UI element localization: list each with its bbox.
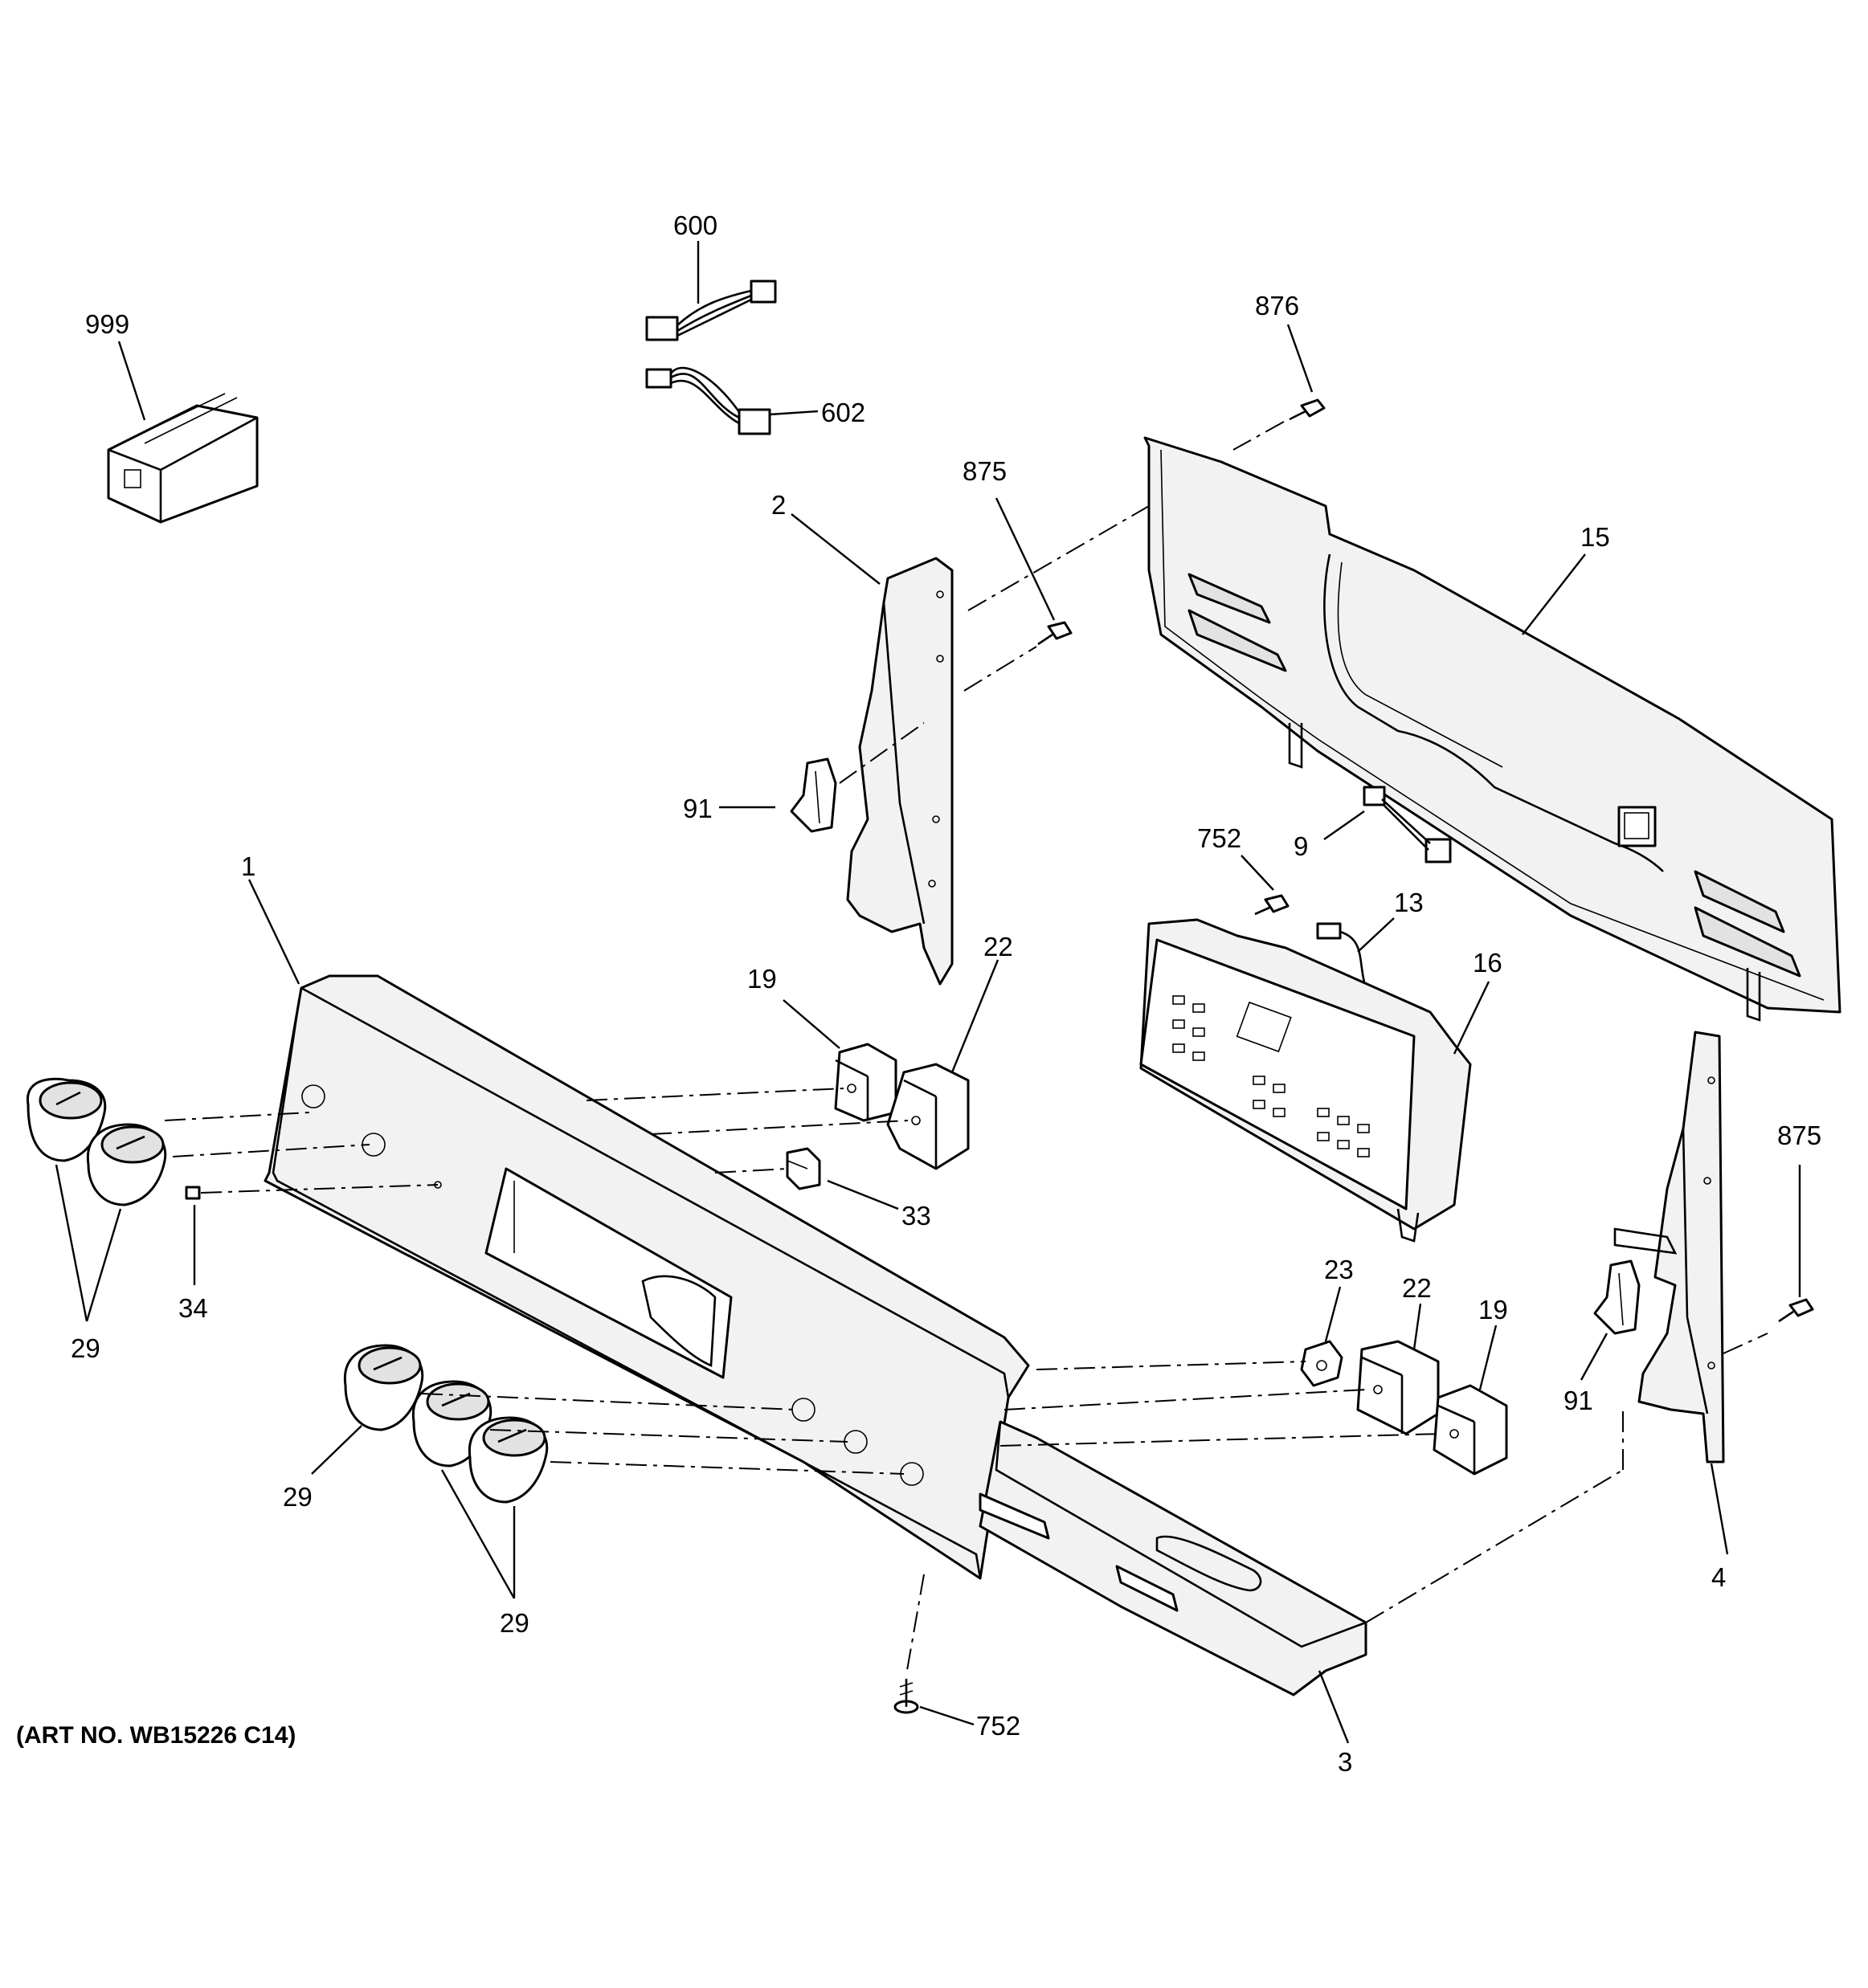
part-29-knob-left-a[interactable]	[27, 1077, 107, 1162]
callout-752-top: 752	[1197, 823, 1241, 853]
part-602-wire-harness[interactable]	[645, 366, 771, 435]
callout-33: 33	[901, 1201, 931, 1231]
part-19-switch-top[interactable]	[834, 1043, 897, 1122]
callout-875-top: 875	[963, 456, 1007, 486]
callout-4: 4	[1711, 1562, 1726, 1592]
part-875-screw-top[interactable]	[1037, 621, 1073, 646]
callout-91-left: 91	[683, 794, 713, 823]
part-600-wire-harness[interactable]	[645, 280, 777, 341]
callout-91-right: 91	[1563, 1386, 1593, 1415]
callout-999: 999	[85, 309, 129, 339]
callout-3: 3	[1338, 1747, 1352, 1777]
callout-23: 23	[1324, 1255, 1354, 1284]
callout-875-right: 875	[1777, 1121, 1821, 1150]
part-22-switch-top[interactable]	[886, 1063, 970, 1170]
callout-9: 9	[1294, 831, 1308, 861]
callout-1: 1	[241, 851, 255, 881]
art-number: (ART NO. WB15226 C14)	[16, 1722, 296, 1749]
part-16-control-board[interactable]	[1139, 918, 1472, 1243]
part-9-jumper-wire[interactable]	[1363, 786, 1452, 863]
part-19-switch-bottom[interactable]	[1433, 1384, 1508, 1476]
part-91-clip-right[interactable]	[1593, 1259, 1641, 1335]
callout-2: 2	[771, 490, 786, 520]
part-1-control-panel[interactable]	[264, 974, 1030, 1580]
callout-19-bottom: 19	[1478, 1295, 1508, 1325]
callout-752-bottom: 752	[976, 1711, 1020, 1741]
part-999-carton[interactable]	[107, 393, 259, 524]
part-752-screw-bottom[interactable]	[893, 1679, 919, 1714]
callout-602: 602	[821, 398, 865, 427]
part-29-knob-bottom-a[interactable]	[343, 1344, 424, 1431]
part-15-back-panel[interactable]	[1143, 436, 1841, 1022]
callout-876: 876	[1255, 291, 1299, 320]
callout-22-bottom: 22	[1402, 1273, 1432, 1303]
part-4-side-bracket-right[interactable]	[1613, 1031, 1725, 1463]
callout-29-mid: 29	[283, 1482, 313, 1512]
callout-29-left: 29	[71, 1333, 100, 1363]
part-91-clip-left[interactable]	[790, 757, 837, 833]
callout-13: 13	[1394, 888, 1424, 917]
callout-29-bottom: 29	[500, 1608, 529, 1638]
part-3-trim-rail[interactable]	[979, 1420, 1367, 1696]
part-875-screw-right[interactable]	[1778, 1298, 1814, 1323]
part-23-indicator[interactable]	[1300, 1340, 1343, 1387]
callout-34: 34	[178, 1293, 208, 1323]
part-29-knob-bottom-c[interactable]	[468, 1416, 549, 1504]
part-29-knob-left-b[interactable]	[86, 1123, 167, 1206]
part-22-switch-bottom[interactable]	[1356, 1340, 1440, 1435]
part-33-rocker-switch[interactable]	[786, 1147, 821, 1190]
part-34-spring[interactable]	[185, 1186, 201, 1200]
callout-16: 16	[1473, 948, 1502, 978]
callout-22-top: 22	[983, 932, 1013, 961]
part-752-screw-top[interactable]	[1254, 894, 1290, 916]
callout-600: 600	[673, 210, 717, 240]
part-876-screw[interactable]	[1289, 398, 1326, 421]
callout-19-top: 19	[747, 964, 777, 994]
callout-15: 15	[1580, 522, 1610, 552]
part-2-side-bracket-left[interactable]	[846, 557, 954, 986]
